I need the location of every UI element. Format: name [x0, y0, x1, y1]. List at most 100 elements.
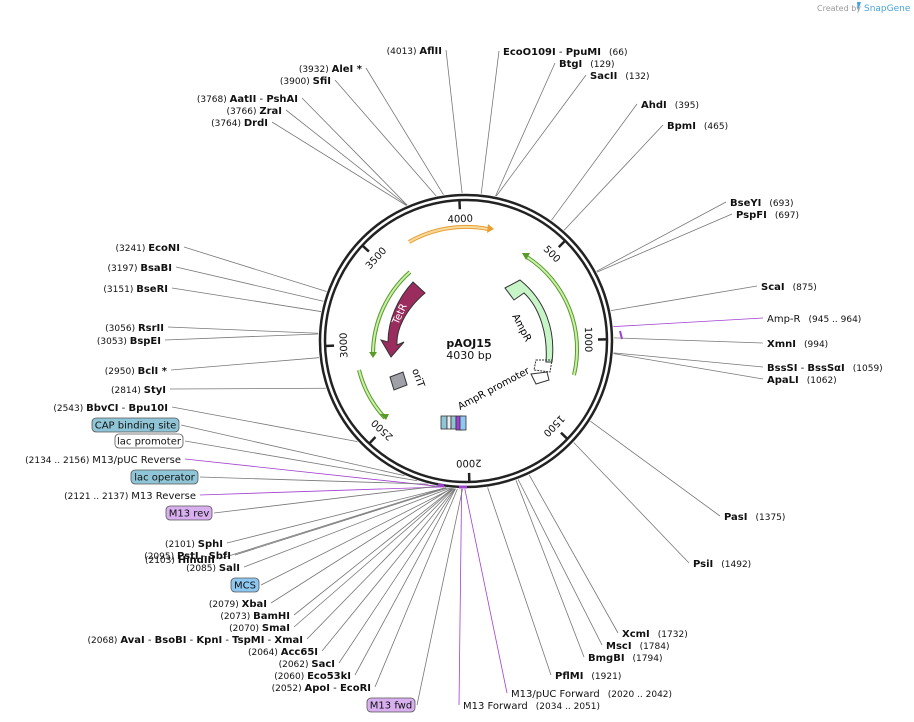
leader-line-right-7	[610, 285, 758, 312]
site-label-left-2[interactable]: (3900) SfiI	[280, 76, 331, 87]
site-label-left-26[interactable]: (2060) Eco53kI	[274, 671, 351, 682]
snapgene-logo-icon	[857, 2, 861, 11]
tick-mark-1500	[560, 431, 569, 440]
mcs-region-features	[437, 330, 623, 489]
svg-text:(2103) HindIII: (2103) HindIII	[145, 555, 215, 566]
site-label-right-15[interactable]: MscI(1784)	[606, 641, 670, 652]
site-label-right-2[interactable]: SacII(132)	[590, 71, 650, 82]
svg-text:(3056) RsrII: (3056) RsrII	[105, 323, 164, 334]
feature-box-primer-5[interactable]: M13 fwd	[366, 697, 416, 713]
plasmid-size: 4030 bp	[446, 349, 491, 362]
feature-box-operator-0[interactable]: CAP binding site	[91, 417, 180, 433]
site-label-left-19[interactable]: (2085) SalI	[186, 563, 240, 574]
svg-text:(3768) AatII - PshAI: (3768) AatII - PshAI	[197, 94, 298, 105]
site-label-left-6[interactable]: (3241) EcoNI	[115, 243, 180, 254]
site-label-right-10[interactable]: BssSI - BssSαI(1059)	[767, 363, 883, 374]
site-label-right-6[interactable]: PspFI(697)	[736, 210, 799, 221]
site-label-left-25[interactable]: (2062) SacI	[279, 659, 335, 670]
site-label-left-21[interactable]: (2073) BamHI	[220, 611, 290, 622]
site-label-left-16[interactable]: (2103) HindIII	[145, 555, 215, 566]
site-label-left-15[interactable]: (2121 .. 2137) M13 Reverse	[64, 491, 196, 502]
site-label-left-10[interactable]: (3053) BspEI	[97, 336, 161, 347]
svg-text:(3900) SfiI: (3900) SfiI	[280, 76, 331, 87]
site-label-left-20[interactable]: (2079) XbaI	[209, 599, 267, 610]
plasmid-name: pAOJ15	[446, 337, 491, 350]
tick-label-4000: 4000	[447, 214, 473, 226]
site-label-left-22[interactable]: (2070) SmaI	[229, 623, 290, 634]
site-label-right-1[interactable]: BtgI(129)	[559, 59, 614, 70]
svg-text:(2068) AvaI - BsoBI - KpnI -: (2068) AvaI - BsoBI - KpnI - TspMI - Xma…	[88, 635, 303, 646]
site-label-right-11[interactable]: ApaLI(1062)	[767, 375, 837, 386]
site-label-right-19[interactable]: M13 Forward(2034 .. 2051)	[463, 701, 600, 712]
site-label-left-3[interactable]: (3768) AatII - PshAI	[197, 94, 298, 105]
leader-line-left-3	[301, 97, 408, 206]
svg-text:AhdI(395): AhdI(395)	[641, 100, 699, 111]
feature-ampr-promoter: AmpR promoter	[456, 365, 550, 413]
site-label-left-23[interactable]: (2068) AvaI - BsoBI - KpnI - TspMI - Xma…	[88, 635, 303, 646]
site-label-right-9[interactable]: XmnI(994)	[767, 339, 828, 350]
site-label-right-16[interactable]: BmgBI(1794)	[588, 653, 662, 664]
feature-box-primer-3[interactable]: M13 rev	[165, 505, 213, 521]
svg-text:M13 Forward(2034 .. 2051): M13 Forward(2034 .. 2051)	[463, 701, 600, 712]
svg-text:(3241) EcoNI: (3241) EcoNI	[115, 243, 180, 254]
tick-label-3000: 3000	[339, 332, 351, 358]
leader-line-left-15	[199, 486, 442, 496]
ampr-label: AmpR	[509, 312, 533, 344]
site-label-left-11[interactable]: (2950) BclI *	[105, 366, 168, 377]
svg-text:Amp-R(945 .. 964): Amp-R(945 .. 964)	[767, 314, 861, 325]
site-label-right-13[interactable]: PsiI(1492)	[693, 559, 751, 570]
svg-text:SacII(132): SacII(132)	[590, 71, 650, 82]
site-label-left-0[interactable]: (4013) AflII	[387, 46, 442, 57]
svg-text:EcoO109I - PpuMI(66): EcoO109I - PpuMI(66)	[503, 47, 627, 58]
watermark-brand: SnapGene	[864, 4, 911, 14]
site-label-left-12[interactable]: (2814) StyI	[111, 385, 166, 396]
leader-line-left-1	[365, 67, 444, 195]
leader-line-left-22	[293, 488, 454, 628]
site-label-left-27[interactable]: (2052) ApoI - EcoRI	[272, 683, 371, 694]
svg-text:(2085) SalI: (2085) SalI	[186, 563, 240, 574]
leader-line-right-12	[590, 420, 721, 517]
leader-line-left-12	[169, 387, 326, 390]
svg-text:M13 fwd: M13 fwd	[370, 701, 412, 712]
svg-text:XcmI(1732): XcmI(1732)	[622, 629, 688, 640]
site-label-right-5[interactable]: BseYI(693)	[730, 198, 794, 209]
site-label-left-24[interactable]: (2064) Acc65I	[248, 647, 318, 658]
site-label-left-9[interactable]: (3056) RsrII	[105, 323, 164, 334]
svg-text:(2062) SacI: (2062) SacI	[279, 659, 335, 670]
site-label-right-14[interactable]: XcmI(1732)	[622, 629, 688, 640]
site-label-left-1[interactable]: (3932) AleI *	[299, 64, 363, 75]
feature-box-promoter-1[interactable]: lac promoter	[114, 433, 184, 449]
svg-text:PflMI(1921): PflMI(1921)	[555, 671, 621, 682]
svg-text:ScaI(875): ScaI(875)	[761, 282, 817, 293]
feature-box-operator-2[interactable]: lac operator	[130, 469, 199, 485]
feature-box-mcs-4[interactable]: MCS	[230, 577, 260, 593]
orit-shape	[389, 371, 408, 391]
leader-line-left-5	[271, 121, 407, 206]
site-label-left-4[interactable]: (3766) ZraI	[227, 106, 282, 117]
site-label-left-8[interactable]: (3151) BseRI	[103, 284, 168, 295]
leader-line-left-26	[354, 488, 456, 676]
orit-label: oriT	[409, 367, 426, 390]
svg-text:(3764) DrdI: (3764) DrdI	[211, 118, 268, 129]
site-label-right-8[interactable]: Amp-R(945 .. 964)	[767, 314, 861, 325]
leader-line-right-5	[596, 201, 727, 272]
site-label-right-17[interactable]: PflMI(1921)	[555, 671, 621, 682]
site-label-left-5[interactable]: (3764) DrdI	[211, 118, 268, 129]
svg-text:M13/pUC Forward(2020 .. 2042): M13/pUC Forward(2020 .. 2042)	[511, 689, 672, 700]
svg-text:(2950) BclI *: (2950) BclI *	[105, 366, 168, 377]
watermark: Created by SnapGene	[817, 2, 911, 14]
site-label-right-18[interactable]: M13/pUC Forward(2020 .. 2042)	[511, 689, 672, 700]
svg-text:lac operator: lac operator	[134, 473, 195, 484]
site-label-right-4[interactable]: BpmI(465)	[667, 121, 728, 132]
site-label-right-7[interactable]: ScaI(875)	[761, 282, 817, 293]
site-label-right-0[interactable]: EcoO109I - PpuMI(66)	[503, 47, 627, 58]
site-label-left-13[interactable]: (2543) BbvCI - Bpu10I	[53, 403, 168, 414]
site-label-right-3[interactable]: AhdI(395)	[641, 100, 699, 111]
leader-line-right-0	[480, 50, 500, 194]
site-label-left-7[interactable]: (3197) BsaBI	[108, 263, 172, 274]
site-label-left-17[interactable]: (2101) SphI	[165, 539, 223, 550]
site-label-right-12[interactable]: PasI(1375)	[724, 512, 785, 523]
site-label-left-18[interactable]: (2095) PstI - SbfI	[144, 551, 231, 562]
site-label-left-14[interactable]: (2134 .. 2156) M13/pUC Reverse	[25, 455, 181, 466]
